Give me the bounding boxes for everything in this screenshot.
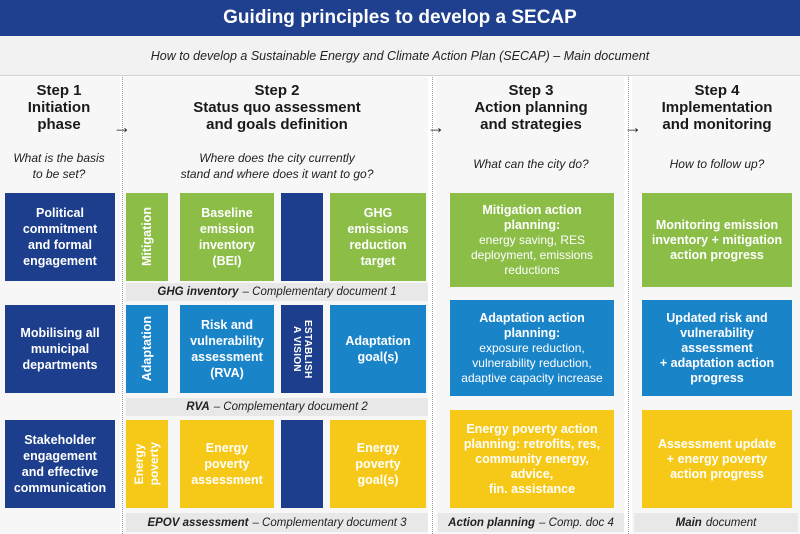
doc-strip-ghg: GHG inventory– Complementary document 1 — [126, 283, 428, 301]
step3-question: What can the city do? — [473, 157, 589, 171]
doc-strip-epov: EPOV assessment– Complementary document … — [126, 513, 428, 532]
vision-block — [281, 420, 323, 508]
row-label-adaptation: Adaptation — [126, 305, 168, 393]
arrow-right-icon: → — [113, 117, 131, 137]
page-title: Guiding principles to develop a SECAP — [0, 0, 800, 36]
column-divider — [122, 77, 123, 534]
column-divider — [628, 77, 629, 534]
page-subtitle: How to develop a Sustainable Energy and … — [0, 36, 800, 76]
vision-block — [281, 193, 323, 281]
arrow-right-icon: → — [624, 117, 642, 137]
doc-strip-action-planning: Action planning– Comp. doc 4 — [438, 513, 624, 532]
column-divider — [432, 77, 433, 534]
row-label-mitigation: Mitigation — [126, 193, 168, 281]
doc-strip-rva: RVA– Complementary document 2 — [126, 398, 428, 416]
arrow-right-icon: → — [427, 117, 445, 137]
step4-question: How to follow up? — [669, 157, 765, 171]
